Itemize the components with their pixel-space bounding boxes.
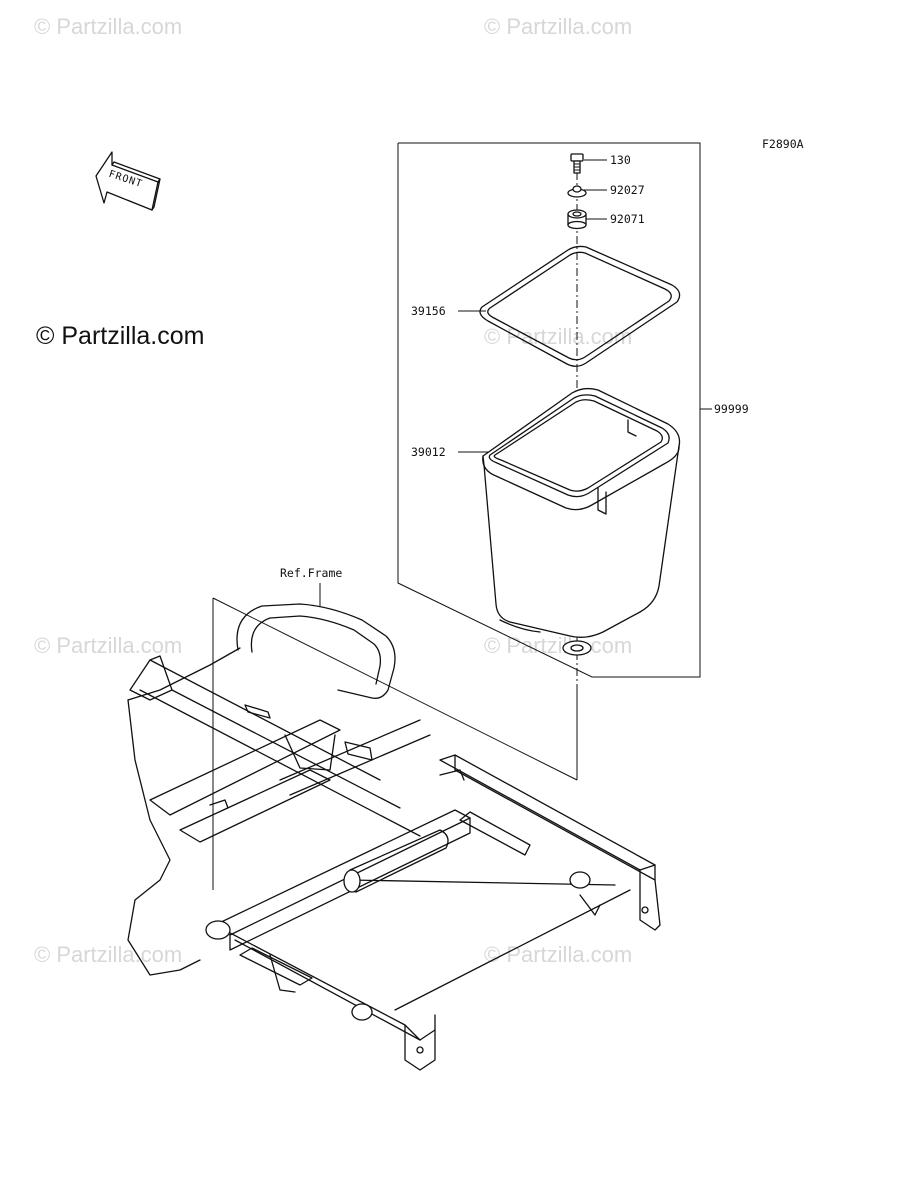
collar-92027-icon [567, 185, 587, 198]
watermark-top-right: © Partzilla.com [484, 14, 633, 39]
part-label-39012[interactable]: 39012 [411, 445, 446, 459]
part-label-99999[interactable]: 99999 [714, 402, 749, 416]
seal-39156-icon [479, 245, 681, 367]
part-label-92071[interactable]: 92071 [610, 212, 645, 226]
watermark-bottom-left: © Partzilla.com [34, 942, 183, 967]
ref-frame-label[interactable]: Ref.Frame [280, 566, 343, 580]
part-label-92027[interactable]: 92027 [610, 183, 645, 197]
watermark-mid-right: © Partzilla.com [484, 324, 633, 349]
assembly-bracket [397, 142, 701, 678]
copyright-text: © Partzilla.com [36, 322, 205, 350]
watermark-bottom-right: © Partzilla.com [484, 942, 633, 967]
watermark-center-left: © Partzilla.com [34, 633, 183, 658]
front-arrow-icon [95, 151, 161, 211]
box-39012-icon [482, 387, 681, 656]
watermark-top-left: © Partzilla.com [34, 14, 183, 39]
vehicle-frame-icon [127, 597, 661, 1071]
part-label-39156[interactable]: 39156 [411, 304, 446, 318]
part-label-130[interactable]: 130 [610, 153, 631, 167]
bolt-130-icon [570, 153, 584, 174]
grommet-92071-icon [567, 209, 587, 230]
figure-code: F2890A [762, 137, 804, 151]
